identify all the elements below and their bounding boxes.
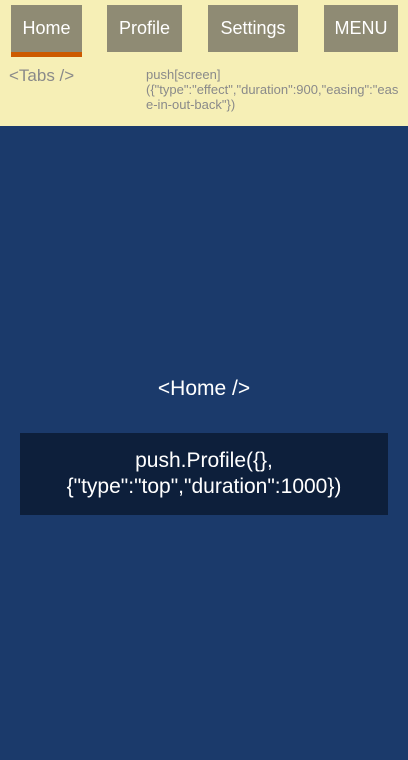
push-profile-button[interactable]: push.Profile({}, {"type":"top","duration… [20, 433, 388, 515]
push-profile-label: push.Profile({}, {"type":"top","duration… [66, 449, 342, 498]
menu-button-label: MENU [334, 18, 388, 38]
tab-home-label: Home [22, 18, 71, 38]
home-component-label: <Home /> [157, 377, 251, 400]
tab-home[interactable]: Home [11, 5, 82, 57]
active-tab-indicator [11, 52, 82, 57]
menu-button[interactable]: MENU [324, 5, 398, 52]
header-bar: Home Profile Settings MENU <Tabs /> push… [0, 0, 408, 126]
push-screen-text[interactable]: push[screen]({"type":"effect","duration"… [146, 67, 399, 112]
tab-profile[interactable]: Profile [107, 5, 182, 52]
tab-profile-label: Profile [118, 18, 171, 38]
tab-settings[interactable]: Settings [208, 5, 298, 52]
tabs-component-label: <Tabs /> [9, 66, 75, 85]
tab-settings-label: Settings [220, 18, 286, 38]
